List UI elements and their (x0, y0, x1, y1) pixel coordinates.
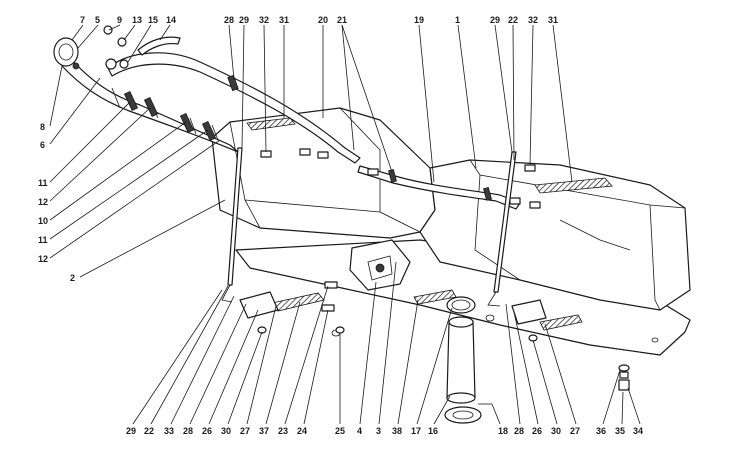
callout-top-13: 1 (455, 15, 460, 25)
callout-left-1: 6 (40, 140, 45, 150)
callout-top-7: 29 (239, 15, 249, 25)
callout-top-9: 31 (279, 15, 289, 25)
callout-bottom-0: 29 (126, 426, 136, 436)
callout-bottom-11: 4 (357, 426, 362, 436)
callout-left-3: 12 (38, 197, 48, 207)
fuel-pump-bracket (349, 239, 411, 291)
callout-top-3: 13 (132, 15, 142, 25)
callout-bottom-9: 24 (297, 426, 307, 436)
tie-rods (221, 147, 517, 307)
callout-left-2: 11 (38, 178, 48, 188)
callout-left-5: 11 (38, 235, 48, 245)
callout-top-11: 21 (337, 15, 347, 25)
callout-bottom-12: 3 (376, 426, 381, 436)
fuel-tank-left (211, 107, 436, 239)
callout-top-8: 32 (259, 15, 269, 25)
callout-left-0: 8 (40, 122, 45, 132)
callout-bottom-7: 37 (259, 426, 269, 436)
callout-top-1: 5 (95, 15, 100, 25)
callout-bottom-19: 30 (551, 426, 561, 436)
strap-top-left (246, 117, 296, 131)
callout-bottom-5: 30 (221, 426, 231, 436)
callout-top-10: 20 (318, 15, 328, 25)
callout-top-2: 9 (117, 15, 122, 25)
callout-bottom-3: 28 (183, 426, 193, 436)
breather-hose (107, 36, 361, 164)
callout-left-6: 12 (38, 254, 48, 264)
callout-bottom-18: 26 (532, 426, 542, 436)
callout-top-4: 15 (148, 15, 158, 25)
callout-bottom-8: 23 (278, 426, 288, 436)
callout-bottom-14: 17 (411, 426, 421, 436)
callout-top-16: 32 (528, 15, 538, 25)
callout-bottom-1: 22 (144, 426, 154, 436)
fuel-sender-unit (444, 296, 482, 424)
callout-bottom-21: 36 (596, 426, 606, 436)
callout-top-17: 31 (548, 15, 558, 25)
filler-cap (53, 37, 80, 70)
callout-top-15: 22 (508, 15, 518, 25)
callout-bottom-17: 28 (514, 426, 524, 436)
filler-neck-hose (61, 57, 239, 153)
callout-bottom-10: 25 (335, 426, 345, 436)
callout-left-4: 10 (38, 216, 48, 226)
callout-left-7: 2 (70, 273, 75, 283)
callout-bottom-13: 38 (392, 426, 402, 436)
callout-top-14: 29 (490, 15, 500, 25)
mount-brackets (239, 281, 630, 391)
callout-top-0: 7 (80, 15, 85, 25)
strap-top-right (534, 177, 613, 194)
callout-bottom-2: 33 (164, 426, 174, 436)
callout-bottom-20: 27 (570, 426, 580, 436)
callout-bottom-15: 16 (428, 426, 438, 436)
callout-bottom-22: 35 (615, 426, 625, 436)
connecting-hose (357, 165, 521, 210)
callout-bottom-6: 27 (240, 426, 250, 436)
callout-top-5: 14 (166, 15, 176, 25)
strap-bottom-right (539, 314, 583, 331)
callout-bottom-4: 26 (202, 426, 212, 436)
callout-bottom-23: 34 (633, 426, 643, 436)
callout-top-12: 19 (414, 15, 424, 25)
callout-bottom-16: 18 (498, 426, 508, 436)
callout-top-6: 28 (224, 15, 234, 25)
